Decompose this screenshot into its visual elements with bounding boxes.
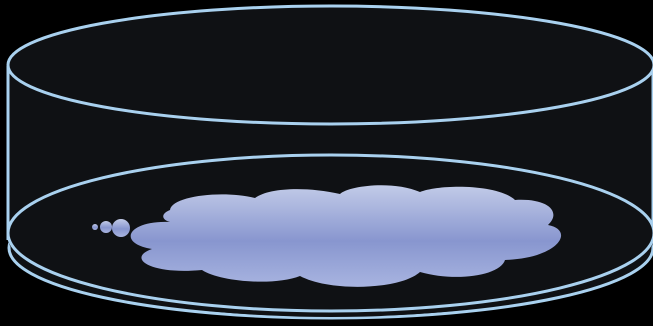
cloud-puff-small: [92, 224, 98, 230]
cloud-puff-large: [112, 219, 130, 237]
dish-lid: [8, 6, 653, 124]
cloud-puff-medium: [100, 221, 112, 233]
